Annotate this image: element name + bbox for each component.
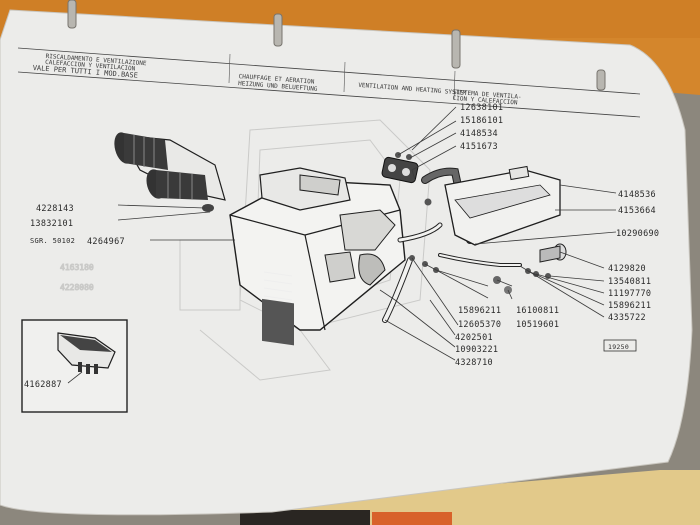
- part-number: 11197770: [608, 289, 651, 299]
- part-number: 4151673: [460, 142, 498, 152]
- part-number: 4153664: [618, 206, 656, 216]
- header-divider-1: [228, 53, 231, 84]
- small-parts: [381, 152, 551, 294]
- figure-code-text: 19250: [608, 343, 629, 351]
- part-number: 12638101: [460, 103, 503, 113]
- sgr-prefix: SGR. 50102: [30, 237, 75, 245]
- air-ducts: [114, 132, 226, 212]
- grommet: [202, 204, 214, 212]
- part-number: 15896211: [608, 301, 651, 311]
- part-number: 15186101: [460, 116, 503, 126]
- header-rule-bottom: [17, 71, 641, 118]
- label-group-bottom-center-right: 16100811 10519601: [516, 306, 559, 330]
- bottom-tab: [240, 510, 370, 525]
- part-number: 4264967: [87, 237, 125, 247]
- figure-code: 19250: [603, 339, 637, 352]
- heater-grille: [262, 298, 294, 346]
- binder-rings: [67, 0, 606, 91]
- header-divider-2: [343, 61, 346, 93]
- part-number: 4335722: [608, 313, 646, 323]
- part-number: 10519601: [516, 320, 559, 330]
- label-group-top-right: 12638101 15186101 4148534 4151673: [460, 103, 503, 152]
- part-number: 13540811: [608, 277, 651, 287]
- bottom-tab-orange: [372, 512, 452, 525]
- part-number: 4202501: [455, 333, 493, 343]
- part-number: 16100811: [516, 306, 559, 316]
- svg-text:4163180: 4163180: [60, 263, 94, 272]
- inset-part-number: 4162887: [24, 380, 62, 390]
- part-number: 15896211: [458, 306, 501, 316]
- part-number: 12605370: [458, 320, 501, 330]
- ghost-drawing: 4163180 4228080: [60, 119, 431, 381]
- radiator-tank: [444, 165, 567, 263]
- part-number: 4129820: [608, 264, 646, 274]
- heater-unit: [229, 167, 406, 346]
- part-number: 10290690: [616, 229, 659, 239]
- header-rule-top: [17, 47, 641, 95]
- header-right-3: CION Y CALEFACCION: [452, 95, 518, 107]
- svg-text:4228080: 4228080: [60, 283, 94, 292]
- part-number: 4228143: [36, 204, 74, 214]
- part-number: 10903221: [455, 345, 498, 355]
- header-divider-3: [453, 70, 456, 101]
- leader-lines: [117, 106, 617, 361]
- part-number: 4148534: [460, 129, 498, 139]
- label-group-right-lower: 4129820 13540811 11197770 15896211 43357…: [608, 264, 651, 323]
- label-group-left: 4228143 13832101 SGR. 50102 4264967: [30, 204, 125, 247]
- label-group-bottom-center: 15896211 12605370 4202501 10903221 43287…: [455, 306, 501, 368]
- part-number: 4328710: [455, 358, 493, 368]
- label-group-right: 4148536 4153664 10290690: [616, 190, 659, 239]
- part-number: 13832101: [30, 219, 73, 229]
- inset-switch: 4162887: [21, 319, 128, 413]
- part-number: 4148536: [618, 190, 656, 200]
